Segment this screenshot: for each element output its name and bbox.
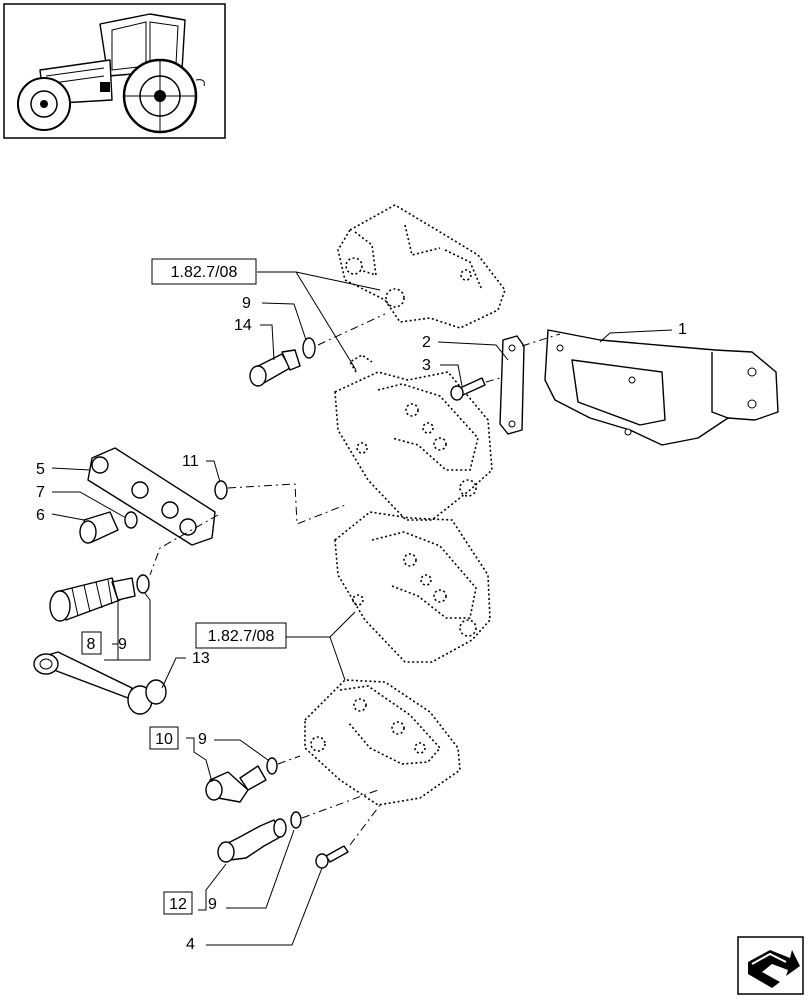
plug-part-6 bbox=[79, 511, 119, 544]
label-14: 14 bbox=[234, 317, 252, 334]
label-6: 6 bbox=[36, 507, 45, 524]
fitting-part-14 bbox=[249, 349, 301, 387]
bottom-end-cover bbox=[304, 679, 461, 806]
block-part-5 bbox=[87, 447, 216, 546]
label-9-elbow10: 9 bbox=[198, 731, 207, 748]
elbow-fitting-part-12 bbox=[217, 818, 287, 863]
o-ring-part-9-coupler bbox=[136, 574, 150, 594]
lower-valve-section bbox=[334, 511, 491, 663]
screw-part-4 bbox=[315, 845, 349, 869]
elbow-fitting-part-10 bbox=[205, 765, 267, 803]
o-ring-part-9-elbow12 bbox=[290, 811, 302, 829]
label-4: 4 bbox=[186, 936, 195, 953]
label-13: 13 bbox=[192, 650, 210, 667]
next-page-arrow-icon[interactable] bbox=[737, 936, 804, 995]
plate-part-2 bbox=[499, 335, 525, 435]
dust-cap-part-13 bbox=[33, 651, 167, 715]
quick-coupler-part-8 bbox=[49, 577, 136, 622]
tractor-thumbnail bbox=[3, 3, 226, 139]
o-ring-part-7 bbox=[124, 511, 138, 529]
boxed-label-8: 8 bbox=[81, 631, 102, 655]
ref-box-upper[interactable]: 1.82.7/08 bbox=[151, 258, 257, 285]
screw-part-3 bbox=[450, 377, 486, 401]
bracket-part-1 bbox=[544, 329, 779, 446]
upper-valve-section bbox=[334, 354, 493, 521]
svg-text:10: 10 bbox=[155, 731, 173, 748]
label-7: 7 bbox=[36, 484, 45, 501]
label-2: 2 bbox=[422, 334, 431, 351]
label-9-coupler: 9 bbox=[118, 636, 127, 653]
ref-box-lower[interactable]: 1.82.7/08 bbox=[195, 622, 287, 649]
label-11: 11 bbox=[182, 453, 199, 470]
label-9-upper: 9 bbox=[242, 295, 251, 312]
label-5: 5 bbox=[36, 461, 45, 478]
boxed-label-12: 12 bbox=[163, 891, 193, 915]
leader-lines bbox=[51, 271, 673, 946]
top-valve-cover bbox=[337, 204, 506, 329]
alignment-lines bbox=[149, 313, 561, 846]
label-3: 3 bbox=[422, 357, 431, 374]
ref-text-upper: 1.82.7/08 bbox=[171, 264, 238, 281]
svg-text:8: 8 bbox=[87, 636, 96, 653]
o-ring-part-11 bbox=[214, 480, 228, 500]
label-1: 1 bbox=[678, 321, 687, 338]
label-9-elbow12: 9 bbox=[208, 896, 217, 913]
svg-text:12: 12 bbox=[169, 896, 187, 913]
ref-text-lower: 1.82.7/08 bbox=[208, 628, 275, 645]
o-ring-part-9-upper bbox=[302, 337, 316, 359]
o-ring-part-9-elbow10 bbox=[266, 757, 278, 775]
boxed-label-10: 10 bbox=[149, 726, 179, 750]
